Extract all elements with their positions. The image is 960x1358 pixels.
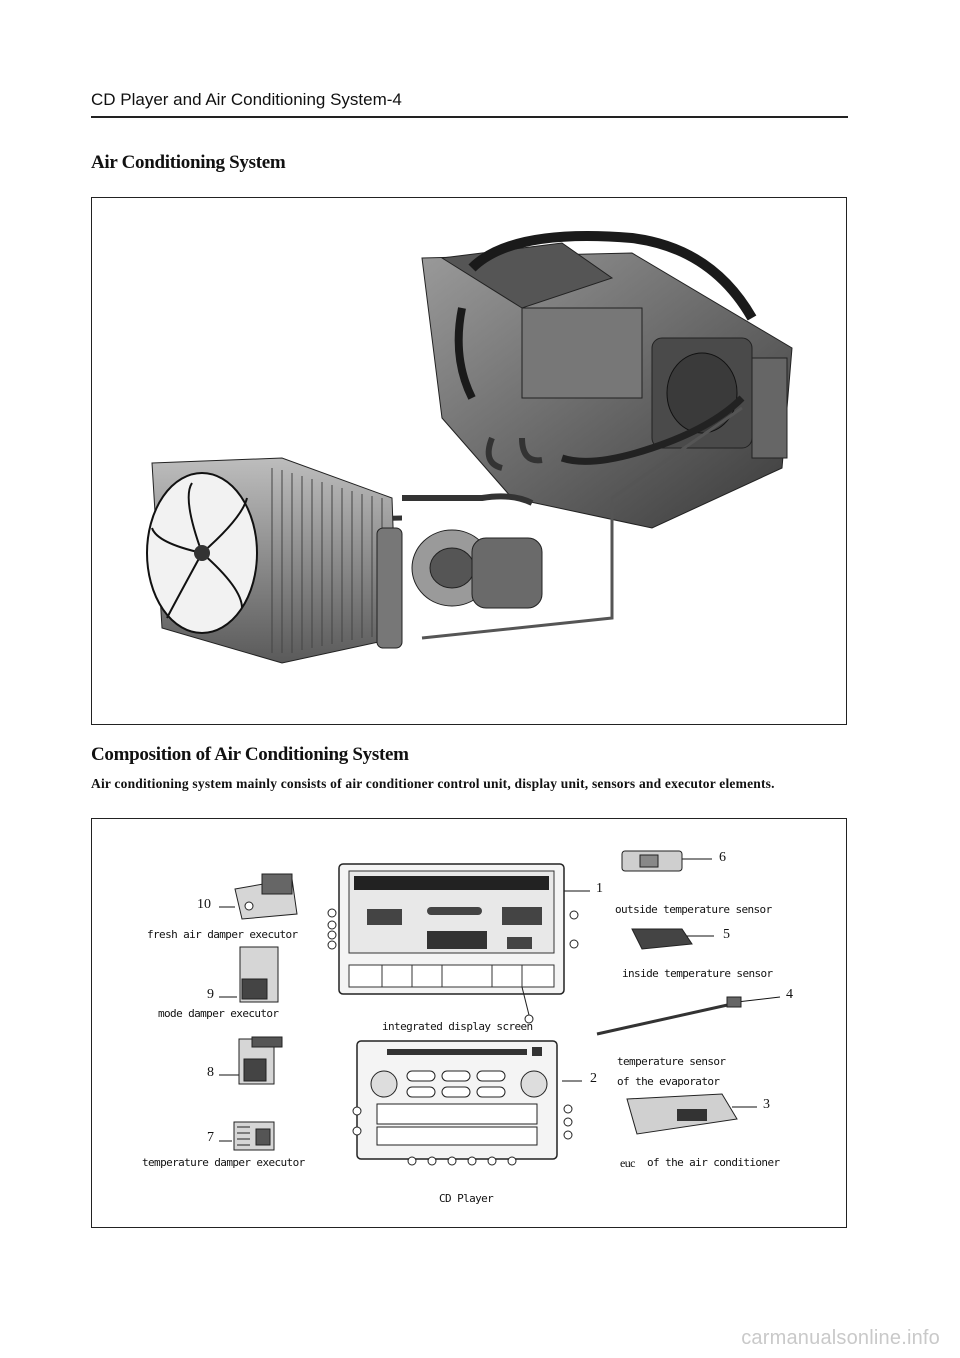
label-outside-sensor: outside temperature sensor (615, 903, 772, 916)
leader-lines (219, 858, 781, 1142)
composition-figure: 1 2 3 4 5 6 7 8 9 10 outside temperature… (91, 818, 847, 1228)
inside-temperature-sensor-drawing (631, 928, 693, 950)
callout-3: 3 (763, 1097, 770, 1112)
hvac-unit-drawing (421, 231, 793, 529)
callout-6: 6 (719, 850, 726, 865)
ac-system-figure (91, 197, 847, 725)
label-mode-damper: mode damper executor (158, 1007, 279, 1020)
callout-8: 8 (207, 1065, 214, 1080)
label-euc-suffix: of the air conditioner (647, 1156, 780, 1169)
watermark: carmanualsonline.info (741, 1327, 940, 1349)
callout-2: 2 (590, 1071, 597, 1086)
callout-9: 9 (207, 987, 214, 1002)
blend-damper-drawing (238, 1036, 283, 1085)
integrated-display-drawing (327, 863, 579, 1024)
compressor-drawing (411, 529, 543, 609)
cd-player-drawing (352, 1040, 573, 1166)
page-header: CD Player and Air Conditioning System-4 (91, 90, 402, 109)
header-rule (91, 116, 848, 118)
ac-assembly-illustration (146, 231, 793, 664)
intro-paragraph: Air conditioning system mainly consists … (91, 776, 775, 791)
label-cd-player: CD Player (439, 1192, 494, 1205)
section-title-composition: Composition of Air Conditioning System (91, 744, 409, 765)
label-euc-prefix: euc (620, 1156, 635, 1170)
mode-damper-drawing (239, 946, 279, 1003)
ecu-drawing (626, 1093, 738, 1135)
callout-7: 7 (207, 1130, 214, 1145)
callout-10: 10 (197, 897, 211, 912)
temperature-damper-drawing (233, 1121, 275, 1151)
callout-5: 5 (723, 927, 730, 942)
label-evap-sensor-line1: temperature sensor (617, 1055, 726, 1068)
callout-4: 4 (786, 987, 793, 1002)
composition-drawing (219, 850, 781, 1166)
label-temperature-damper: temperature damper executor (142, 1156, 305, 1169)
evaporator-temperature-sensor-drawing (596, 996, 742, 1036)
condenser-drawing (146, 457, 403, 664)
section-title-ac-system: Air Conditioning System (91, 152, 286, 173)
fresh-air-damper-drawing (234, 873, 298, 920)
label-evap-sensor-line2: of the evaporator (617, 1075, 720, 1088)
label-integrated-display: integrated display screen (382, 1020, 533, 1033)
refrigerant-pipes-drawing (341, 395, 745, 640)
label-inside-sensor: inside temperature sensor (622, 967, 773, 980)
label-fresh-air-damper: fresh air damper executor (147, 928, 298, 941)
callout-1: 1 (596, 881, 603, 896)
outside-temperature-sensor-drawing (621, 850, 683, 872)
